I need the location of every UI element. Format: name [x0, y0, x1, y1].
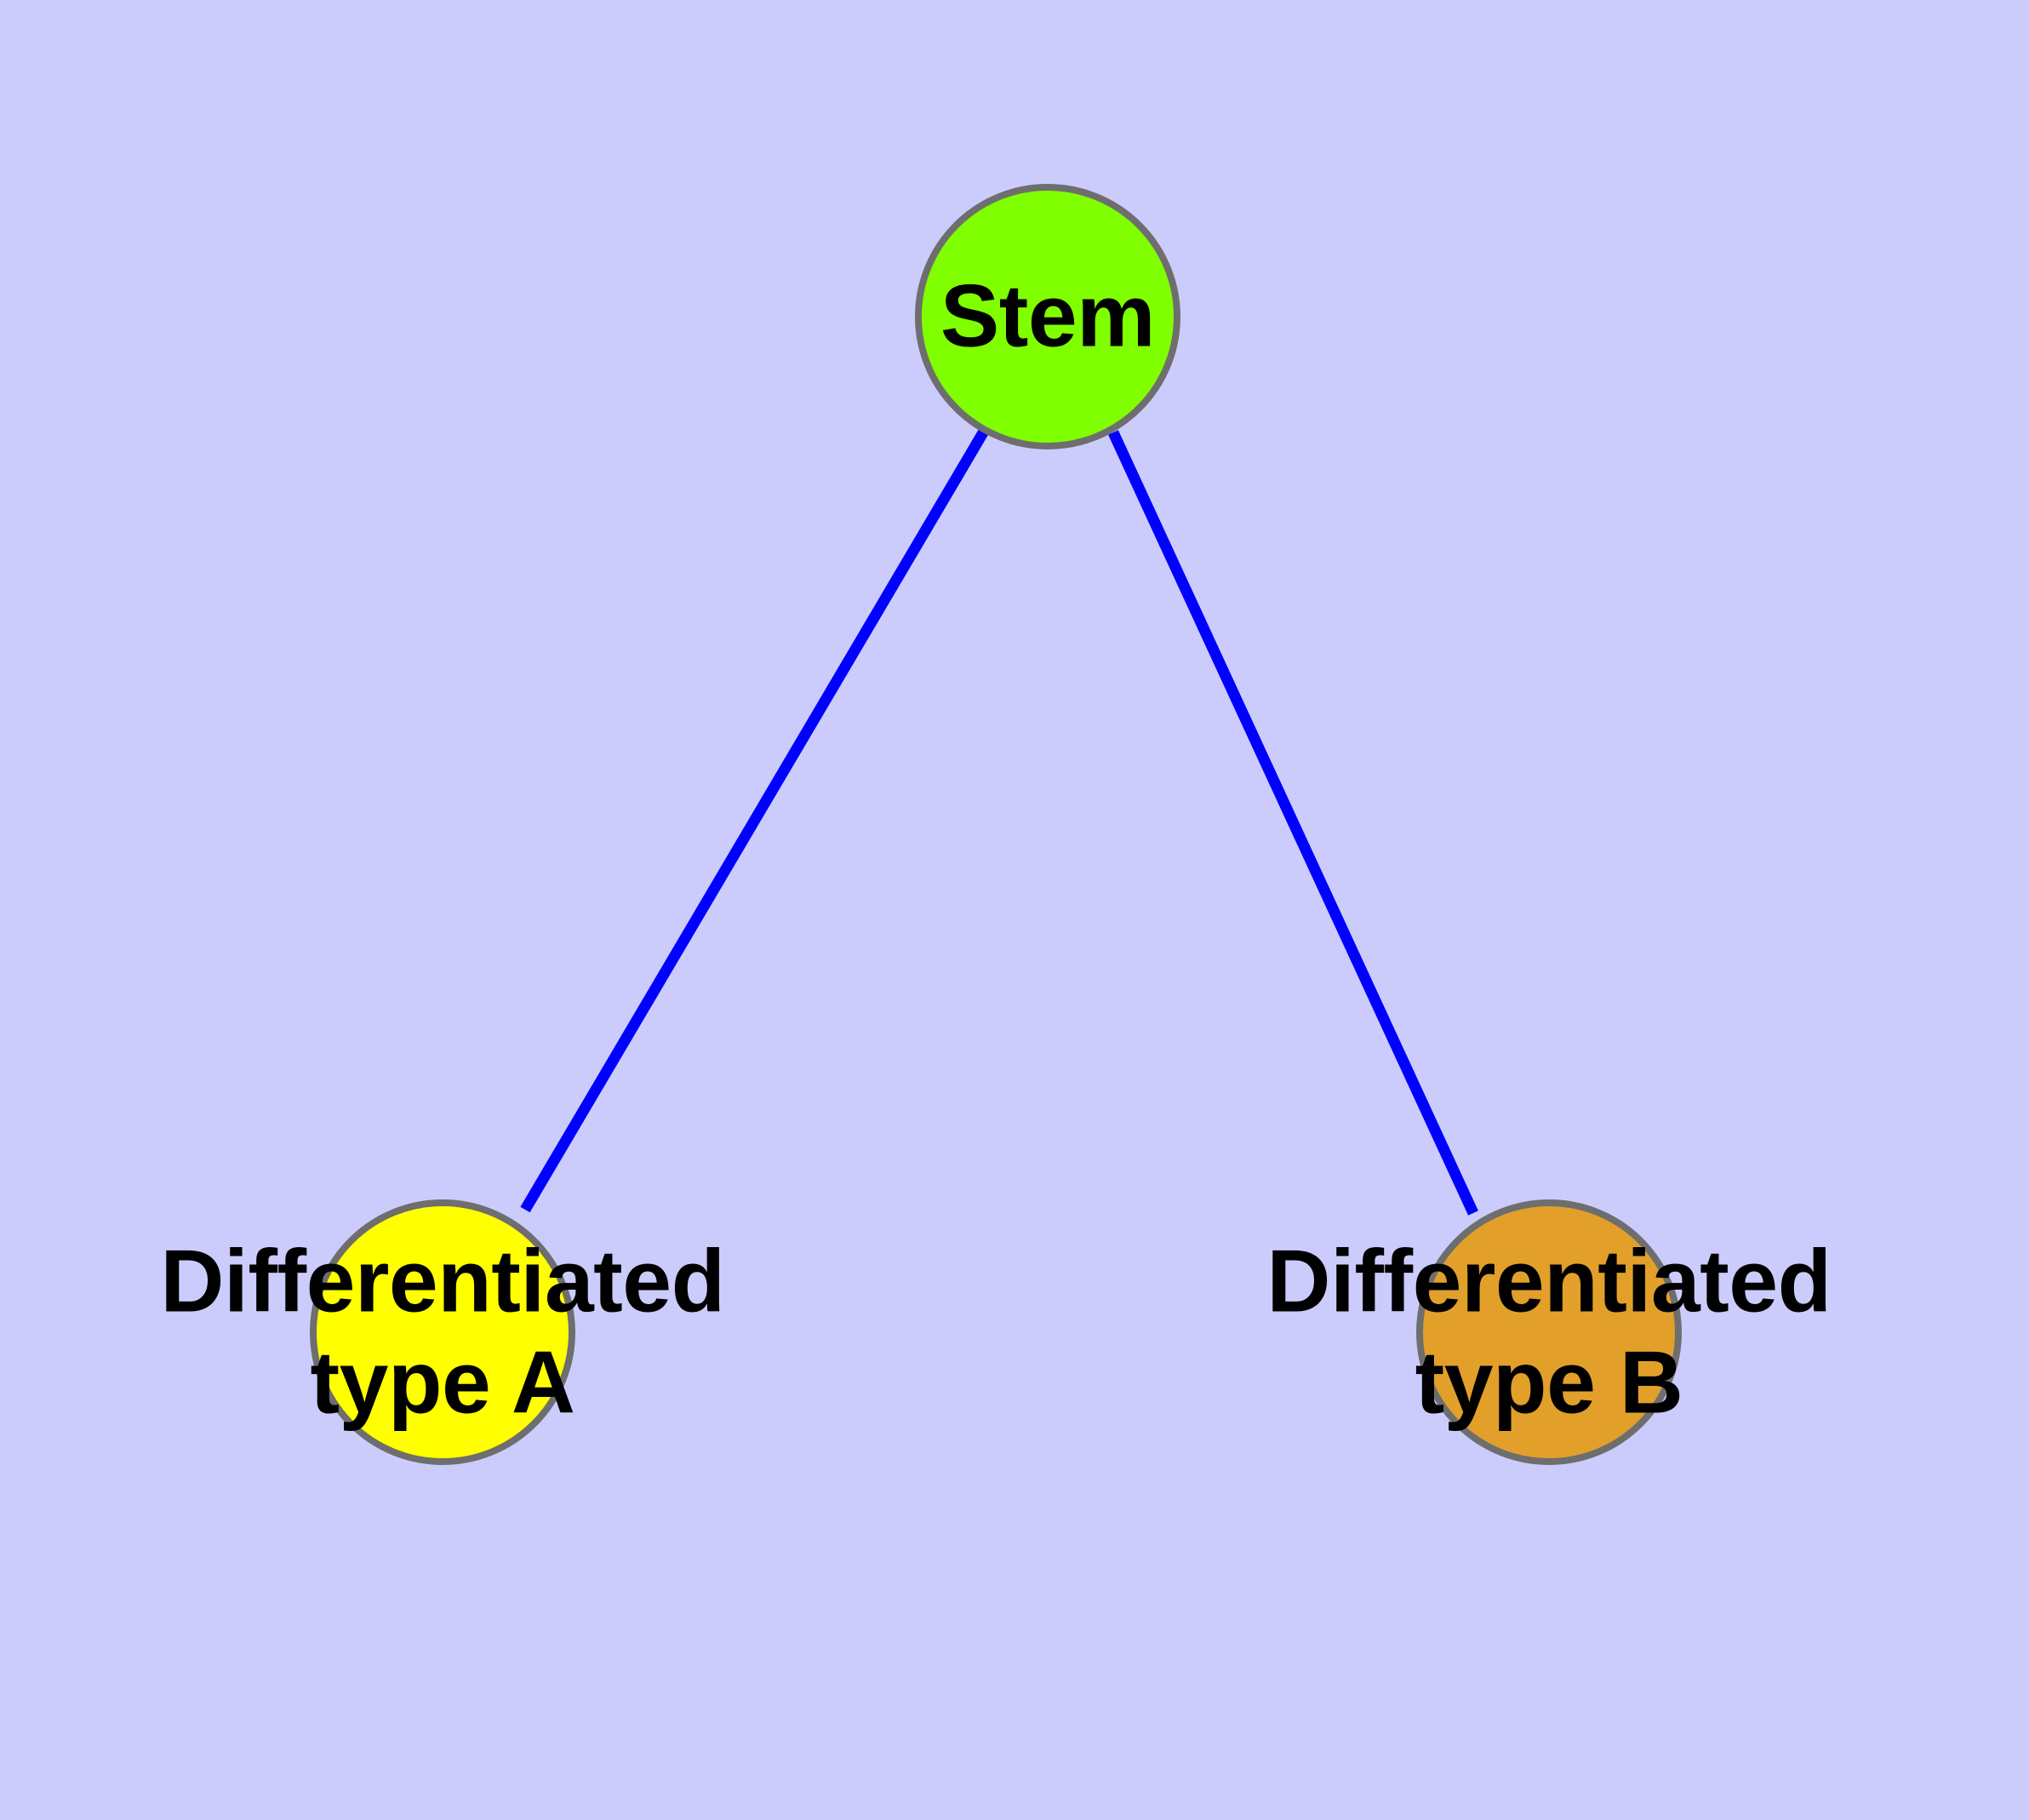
graph-node-diff_b[interactable] — [1416, 1199, 1682, 1465]
graph-edge-stem-to-diff-b[interactable] — [1108, 430, 1478, 1216]
node-layer — [310, 184, 1682, 1465]
graph-node-diff_a[interactable] — [310, 1199, 575, 1465]
graph-edge-stem-to-diff-a[interactable] — [520, 426, 990, 1213]
edge-layer — [520, 426, 1478, 1216]
graph-node-stem[interactable] — [915, 184, 1180, 449]
